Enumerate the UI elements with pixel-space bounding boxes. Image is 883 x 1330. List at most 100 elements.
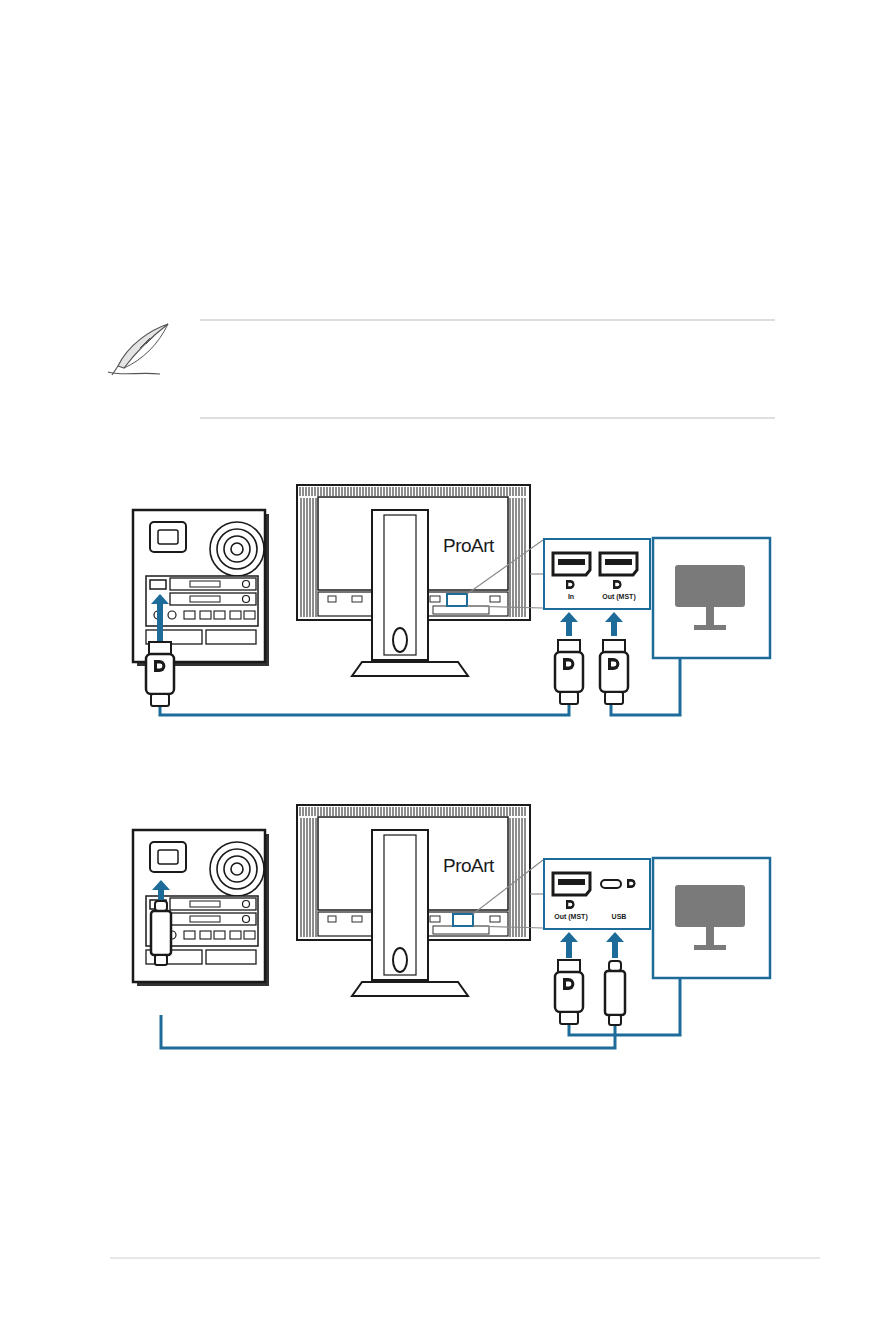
computer: [133, 510, 269, 666]
rib: [402, 807, 403, 816]
plug-body: [151, 911, 171, 955]
rib: [525, 487, 526, 496]
rib: [307, 818, 308, 937]
connection-scene: [133, 805, 770, 1048]
rib: [309, 807, 310, 816]
rib: [453, 807, 454, 816]
port: [433, 926, 489, 934]
rib: [336, 807, 337, 816]
rib: [402, 487, 403, 496]
port-highlight: [453, 914, 473, 926]
plug-tip: [558, 640, 580, 652]
rib: [306, 487, 307, 496]
rib: [313, 818, 314, 937]
rib: [411, 807, 412, 816]
rib: [369, 807, 370, 816]
ps2-port: [168, 611, 176, 619]
rib: [339, 487, 340, 496]
rib: [441, 807, 442, 816]
rib: [510, 487, 511, 496]
monitor-neck: [706, 926, 714, 946]
rib: [372, 487, 373, 496]
expansion-slot: [170, 578, 256, 590]
rib: [498, 487, 499, 496]
monitor-back: ProArt: [297, 485, 530, 620]
rib: [310, 498, 311, 617]
rib: [501, 807, 502, 816]
rib: [525, 498, 526, 617]
usb-c-port: [601, 880, 621, 888]
fan: [224, 536, 250, 562]
zoom-connector: [530, 573, 543, 574]
insert-arrow: [566, 620, 572, 636]
rib: [348, 487, 349, 496]
rib: [414, 807, 415, 816]
monitor-back: [297, 485, 543, 676]
dp-logo-inner: [568, 903, 572, 907]
rib: [384, 487, 385, 496]
rib: [462, 807, 463, 816]
port: [490, 596, 500, 602]
rib: [360, 807, 361, 816]
computer: [133, 830, 269, 986]
plug-body: [555, 972, 583, 1012]
rib: [468, 487, 469, 496]
rib: [321, 487, 322, 496]
second-monitor: [653, 538, 770, 658]
port-highlight: [447, 594, 467, 606]
insert-arrowhead: [560, 612, 578, 622]
slot-port: [190, 901, 220, 907]
rib: [396, 487, 397, 496]
rib: [399, 807, 400, 816]
power-socket: [150, 842, 186, 872]
dp-port-tongue: [605, 559, 632, 565]
rib: [438, 487, 439, 496]
rib: [354, 487, 355, 496]
rib: [471, 487, 472, 496]
rib: [324, 807, 325, 816]
rib: [510, 498, 511, 617]
dp-logo: [563, 658, 574, 670]
rib: [450, 487, 451, 496]
port: [490, 916, 500, 922]
rib: [342, 487, 343, 496]
rib: [516, 818, 517, 937]
monitor-screen: [675, 885, 745, 927]
rib: [363, 487, 364, 496]
port-label: Out (MST): [545, 913, 597, 921]
rib: [420, 487, 421, 496]
rib: [321, 807, 322, 816]
rib: [390, 487, 391, 496]
io-port: [200, 931, 211, 939]
monitor-frame: [653, 858, 770, 978]
fan: [210, 522, 264, 576]
stand-base: [352, 982, 468, 996]
port: [328, 596, 336, 602]
rib: [444, 487, 445, 496]
port: [433, 606, 489, 614]
dp-logo: [563, 978, 574, 990]
rib: [513, 807, 514, 816]
cable-hole: [393, 628, 407, 652]
rib: [345, 487, 346, 496]
rib: [390, 807, 391, 816]
insert-arrow: [566, 940, 572, 958]
rib: [495, 807, 496, 816]
monitor-back: [297, 805, 543, 996]
rib: [375, 487, 376, 496]
dp-logo: [566, 580, 575, 589]
rib: [516, 498, 517, 617]
dp-logo-inner: [629, 882, 633, 886]
rib: [474, 487, 475, 496]
rib: [399, 487, 400, 496]
power-socket: [150, 522, 186, 552]
insert-arrow: [612, 940, 618, 958]
rib: [387, 487, 388, 496]
rib: [489, 807, 490, 816]
rib: [357, 807, 358, 816]
rib: [411, 487, 412, 496]
rib: [327, 807, 328, 816]
rib: [351, 807, 352, 816]
rib: [435, 487, 436, 496]
